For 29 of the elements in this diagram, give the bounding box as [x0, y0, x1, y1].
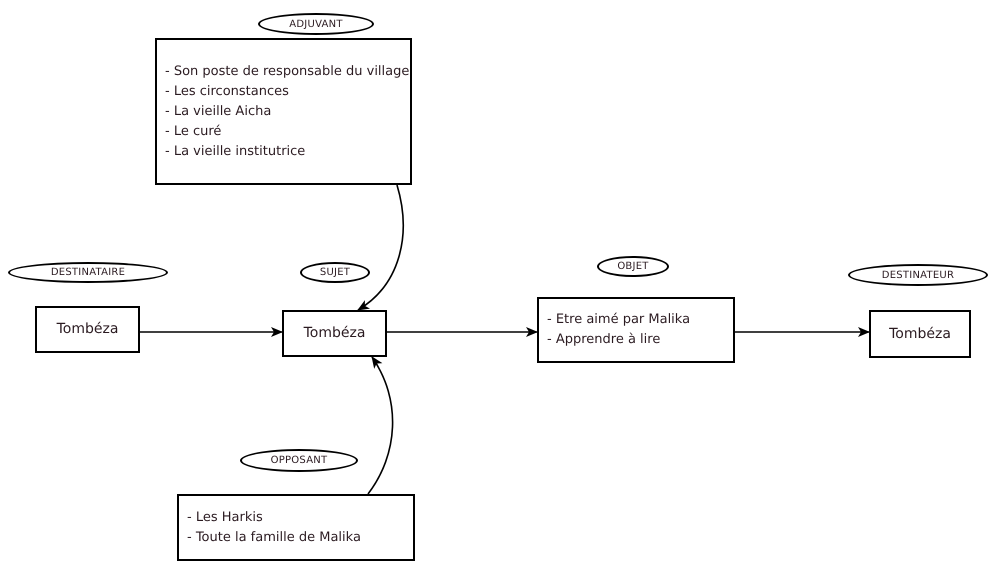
arrow — [357, 184, 404, 311]
actant-box — [282, 310, 387, 357]
list-item: - Les circonstances — [165, 82, 290, 100]
actant-box — [869, 310, 971, 358]
role-label: DESTINATAIRE — [50, 266, 126, 280]
list-item: - Toute la famille de Malika — [187, 528, 362, 546]
role-label: DESTINATEUR — [882, 268, 954, 282]
arrow — [735, 327, 870, 337]
list-item: - La vieille institutrice — [165, 142, 306, 160]
list-item: - Son poste de responsable du village — [165, 62, 410, 80]
arrow — [367, 356, 394, 494]
role-label: OBJET — [617, 260, 649, 274]
role-label: ADJUVANT — [289, 18, 343, 32]
role-label: OPPOSANT — [270, 454, 328, 468]
actant-name: Tombéza — [304, 324, 366, 343]
list-item: - Apprendre à lire — [547, 331, 662, 349]
list-box — [177, 494, 415, 561]
actant-name: Tombéza — [56, 320, 118, 339]
list-box — [155, 38, 412, 185]
actant-box — [35, 306, 140, 353]
list-item: - Le curé — [165, 122, 222, 140]
list-item: - Etre aimé par Malika — [547, 311, 692, 329]
arrow — [387, 327, 538, 337]
actant-name: Tombéza — [889, 324, 951, 344]
role-label: SUJET — [320, 266, 350, 280]
list-item: - Les Harkis — [187, 508, 264, 526]
list-box — [537, 297, 735, 363]
arrow — [140, 327, 283, 337]
list-item: - La vieille Aicha — [165, 102, 272, 120]
